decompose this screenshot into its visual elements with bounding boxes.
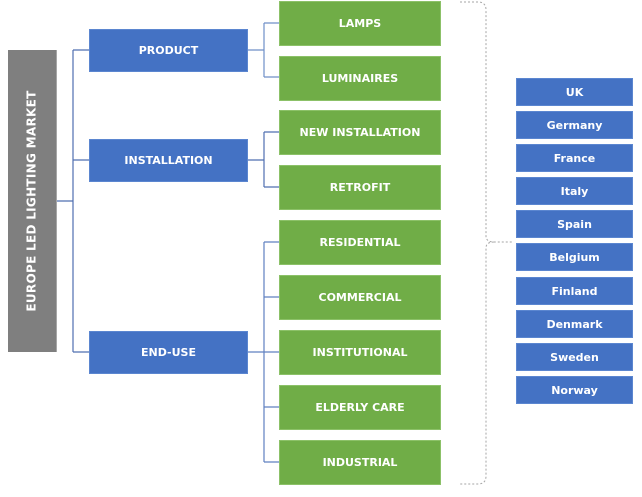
subcategory-label: INDUSTRIAL <box>322 456 398 469</box>
subcategory-luminaires: LUMINAIRES <box>279 56 441 101</box>
subcategory-industrial: INDUSTRIAL <box>279 440 441 485</box>
country-finland: Finland <box>516 277 633 305</box>
subcategory-label: RESIDENTIAL <box>319 236 401 249</box>
subcategory-institutional: INSTITUTIONAL <box>279 330 441 375</box>
end-use-connector <box>248 241 279 463</box>
subcategory-label: NEW INSTALLATION <box>299 126 421 139</box>
category-installation: INSTALLATION <box>89 139 248 182</box>
country-label: Italy <box>560 184 589 198</box>
category-label: PRODUCT <box>138 44 199 57</box>
root-node: EUROPE LED LIGHTING MARKET <box>8 50 57 352</box>
subcategory-residential: RESIDENTIAL <box>279 220 441 265</box>
root-label: EUROPE LED LIGHTING MARKET <box>25 90 39 312</box>
category-label: INSTALLATION <box>124 154 213 167</box>
country-label: France <box>553 151 596 165</box>
country-belgium: Belgium <box>516 243 633 271</box>
country-spain: Spain <box>516 210 633 238</box>
category-product: PRODUCT <box>89 29 248 72</box>
country-label: Norway <box>551 383 598 397</box>
country-label: Germany <box>546 118 603 132</box>
country-denmark: Denmark <box>516 310 633 338</box>
category-end-use: END-USE <box>89 331 248 374</box>
subcategory-label: COMMERCIAL <box>318 291 402 304</box>
subcategory-lamps: LAMPS <box>279 1 441 46</box>
subcategory-label: INSTITUTIONAL <box>312 346 408 359</box>
subcategory-label: LUMINAIRES <box>321 72 399 85</box>
root-connector <box>57 49 89 353</box>
country-label: Denmark <box>546 317 603 331</box>
product-connector <box>248 22 279 78</box>
country-germany: Germany <box>516 111 633 139</box>
subcategory-retrofit: RETROFIT <box>279 165 441 210</box>
subcategory-label: ELDERLY CARE <box>315 401 405 414</box>
country-label: Sweden <box>550 350 599 364</box>
brace <box>460 1 512 485</box>
subcategory-elderly-care: ELDERLY CARE <box>279 385 441 430</box>
subcategory-label: RETROFIT <box>329 181 391 194</box>
country-norway: Norway <box>516 376 633 404</box>
country-label: Finland <box>551 284 598 298</box>
country-label: UK <box>565 85 584 99</box>
subcategory-label: LAMPS <box>338 17 382 30</box>
country-label: Spain <box>557 217 592 231</box>
country-label: Belgium <box>549 250 600 264</box>
installation-connector <box>248 131 279 188</box>
category-label: END-USE <box>141 346 196 359</box>
country-france: France <box>516 144 633 172</box>
subcategory-new-installation: NEW INSTALLATION <box>279 110 441 155</box>
country-sweden: Sweden <box>516 343 633 371</box>
country-uk: UK <box>516 78 633 106</box>
subcategory-commercial: COMMERCIAL <box>279 275 441 320</box>
country-italy: Italy <box>516 177 633 205</box>
